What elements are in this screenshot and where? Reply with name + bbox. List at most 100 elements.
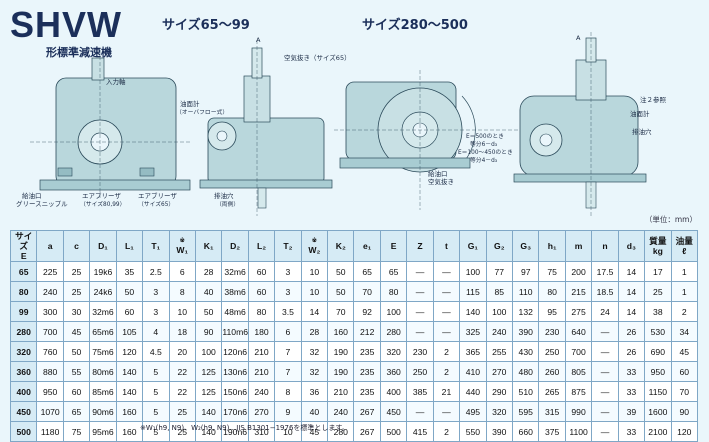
table-cell: 45 <box>670 341 699 362</box>
table-cell: 21 <box>432 381 461 402</box>
table-cell: 3 <box>142 281 170 302</box>
table-cell: 230 <box>406 341 434 362</box>
table-cell: 75 <box>62 421 91 442</box>
table-header-cell: c <box>62 230 91 262</box>
table-cell: — <box>432 321 461 342</box>
table-cell: 365 <box>459 341 487 362</box>
table-cell: 50 <box>115 281 144 302</box>
page-title: SHVW <box>10 4 122 45</box>
table-cell: 25 <box>62 261 91 282</box>
table-cell: 1150 <box>644 381 672 402</box>
table-cell: 3 <box>142 301 170 322</box>
table-cell: 115 <box>459 281 487 302</box>
table-cell: 1 <box>670 281 699 302</box>
header-main: L₂ <box>256 241 267 251</box>
table-cell: 300 <box>36 301 64 322</box>
table-cell: 75m6 <box>89 341 117 362</box>
header-mark: ※ <box>311 237 317 244</box>
table-cell: 75 <box>538 261 566 282</box>
label-grease: グリースニップル <box>16 199 68 208</box>
table-cell: 325 <box>459 321 487 342</box>
header-main: c <box>74 241 79 251</box>
table-cell: 70 <box>670 381 699 402</box>
table-cell: 805 <box>564 361 593 382</box>
label-drain-hole-sub: （両側） <box>216 200 239 208</box>
table-cell: 1180 <box>36 421 64 442</box>
table-cell: 80m6 <box>89 361 117 382</box>
table-cell: 255 <box>485 341 514 362</box>
table-cell: 20 <box>168 341 196 362</box>
table-cell: 92 <box>353 301 381 322</box>
table-cell: 132 <box>512 301 540 322</box>
table-cell: 28 <box>300 321 329 342</box>
header-main: 油量 <box>675 236 693 246</box>
header-main: T₁ <box>151 241 161 251</box>
table-cell: 270 <box>247 401 276 422</box>
table-cell: 160 <box>327 321 355 342</box>
table-cell: 65 <box>353 261 381 282</box>
table-row-size: 65 <box>9 261 38 282</box>
table-cell: 530 <box>644 321 672 342</box>
table-cell: 28 <box>194 261 223 282</box>
table-cell: 267 <box>353 421 381 442</box>
table-cell: 7 <box>274 341 302 362</box>
table-cell: — <box>591 361 619 382</box>
table-cell: — <box>591 401 619 422</box>
table-cell: 4.5 <box>142 341 170 362</box>
table-cell: 225 <box>36 261 64 282</box>
table-cell: 1070 <box>36 401 64 422</box>
table-cell: 150n6 <box>221 381 249 402</box>
table-cell: 180 <box>247 321 276 342</box>
table-cell: 100 <box>194 341 223 362</box>
table-header-cell: G₁ <box>459 230 487 262</box>
table-cell: 2 <box>670 301 699 322</box>
table-cell: 120 <box>670 421 699 442</box>
table-header-cell: a <box>36 230 64 262</box>
table-cell: 140 <box>115 361 144 382</box>
table-cell: 190 <box>327 341 355 362</box>
table-cell: 130n6 <box>221 361 249 382</box>
table-cell: — <box>432 261 461 282</box>
table-cell: 18 <box>168 321 196 342</box>
table-cell: 100 <box>485 301 514 322</box>
table-cell: 480 <box>512 361 540 382</box>
table-cell: 140 <box>115 381 144 402</box>
table-cell: 160 <box>115 421 144 442</box>
table-cell: 97 <box>512 261 540 282</box>
table-cell: 22 <box>168 381 196 402</box>
table-cell: 2100 <box>644 421 672 442</box>
table-cell: 280 <box>379 321 408 342</box>
table-cell: 60 <box>670 361 699 382</box>
table-cell: 105 <box>115 321 144 342</box>
table-cell: 140 <box>459 301 487 322</box>
table-cell: 60 <box>247 281 276 302</box>
table-cell: 400 <box>379 381 408 402</box>
table-header-cell: E <box>379 230 408 262</box>
table-cell: 3 <box>274 281 302 302</box>
table-cell: 70 <box>327 301 355 322</box>
table-cell: 875 <box>564 381 593 402</box>
table-header-cell: L₂ <box>247 230 276 262</box>
table-cell: 80 <box>247 301 276 322</box>
table-cell: 2 <box>432 361 461 382</box>
table-header-cell: d₃ <box>617 230 646 262</box>
table-cell: 32 <box>300 361 329 382</box>
table-row-size: 500 <box>9 421 38 442</box>
table-header-cell: ※W₂ <box>300 230 329 262</box>
table-cell: 375 <box>538 421 566 442</box>
table-cell: 33 <box>617 421 646 442</box>
table-cell: 22 <box>168 361 196 382</box>
table-cell: — <box>406 401 434 422</box>
table-cell: 267 <box>353 401 381 422</box>
label-note2: 注２参照 <box>640 95 667 104</box>
size-range-small: サイズ65～99 <box>162 18 250 33</box>
table-cell: 65m6 <box>89 321 117 342</box>
table-cell: 32 <box>300 341 329 362</box>
table-cell: — <box>432 401 461 422</box>
header-sub: ℓ <box>682 246 687 256</box>
label-oil-drain: 給油口 <box>22 191 42 200</box>
